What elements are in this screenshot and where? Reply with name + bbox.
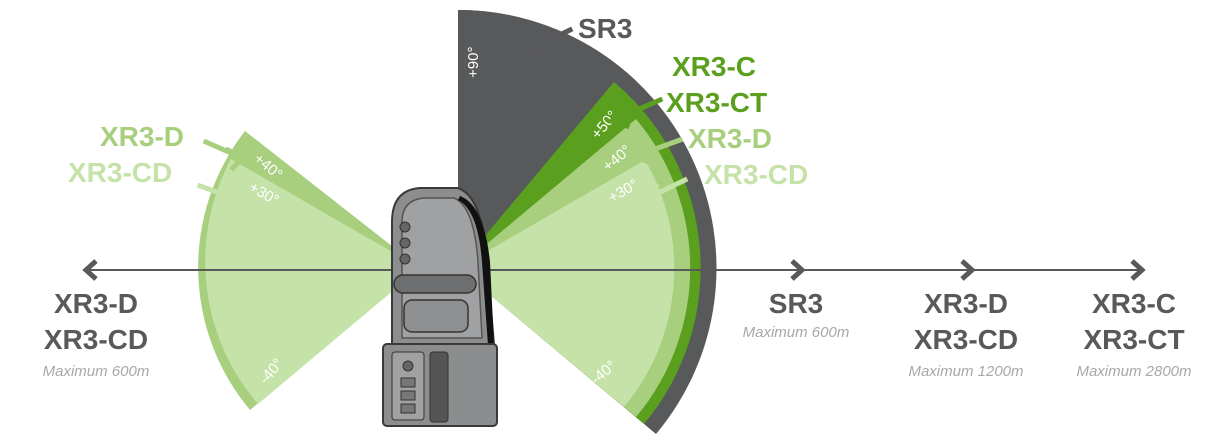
callout-xr3-cd-left: XR3-CD — [68, 157, 172, 188]
range-xr3-c-max: Maximum 2800m — [1076, 363, 1191, 380]
callout-xr3-d-right: XR3-D — [688, 123, 772, 154]
arrow-right-icon — [1130, 259, 1146, 281]
callout-xr3-cd-right: XR3-CD — [704, 159, 808, 190]
range-left-line1: XR3-D — [54, 288, 138, 319]
range-xr3-c-line2: XR3-CT — [1083, 324, 1184, 355]
range-label-xr3-c: XR3-C XR3-CT Maximum 2800m — [1076, 288, 1191, 380]
range-left-max: Maximum 600m — [43, 363, 150, 380]
left-xr3-cd-sector — [205, 159, 420, 404]
range-sr3-max: Maximum 600m — [743, 324, 850, 341]
range-label-xr3-d: XR3-D XR3-CD Maximum 1200m — [908, 288, 1023, 380]
scanner-device-icon — [382, 187, 498, 427]
arrow-right-icon — [960, 259, 976, 281]
callout-xr3-c: XR3-C — [672, 51, 756, 82]
range-label-left: XR3-D XR3-CD Maximum 600m — [43, 288, 150, 380]
angle-sr3-top: +90° — [465, 47, 482, 78]
callout-xr3-ct: XR3-CT — [666, 87, 767, 118]
callout-sr3: SR3 — [578, 13, 632, 44]
range-xr3-c-line1: XR3-C — [1092, 288, 1176, 319]
range-label-sr3: SR3 Maximum 600m — [743, 288, 850, 341]
range-left-line2: XR3-CD — [44, 324, 148, 355]
range-sr3-line1: SR3 — [769, 288, 823, 319]
range-xr3-d-line2: XR3-CD — [914, 324, 1018, 355]
xr3-cd-sector — [458, 160, 675, 407]
arrow-left-icon — [82, 259, 98, 281]
callout-xr3-d-left: XR3-D — [100, 121, 184, 152]
range-xr3-d-line1: XR3-D — [924, 288, 1008, 319]
range-xr3-d-max: Maximum 1200m — [908, 363, 1023, 380]
callout-arrow-icon — [196, 26, 689, 213]
arrow-right-icon — [790, 259, 806, 281]
